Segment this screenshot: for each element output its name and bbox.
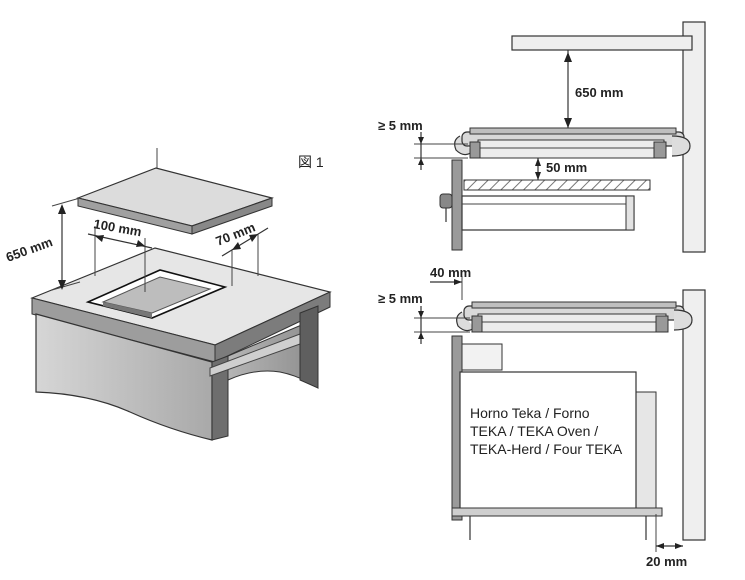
hatched-shelf [463,179,651,191]
hob-plate [75,167,275,235]
oven-base [451,507,663,517]
hob-in-countertop-bottom [456,301,693,333]
wall-top [682,21,706,253]
figure-label: 図 1 [298,154,324,170]
oven-text-line3: TEKA-Herd / Four TEKA [470,441,623,457]
hob-in-countertop-top [454,127,691,159]
cabinet [35,305,319,441]
top-right-view: 650 mm ≥ 5 mm 50 mm [378,21,706,253]
bottom-right-view: 40 mm ≥ 5 mm Horno Teka / Forno TEKA / T… [378,265,706,569]
countertop-cutout [85,269,228,319]
min-gap-label-top: ≥ 5 mm [378,118,423,133]
oven-text-line2: TEKA / TEKA Oven / [470,423,598,439]
drawer [439,193,635,231]
hood-clearance-label: 650 mm [575,85,623,100]
top-offset-label: 40 mm [430,265,471,280]
left-isometric-view: 650 mm 100 mm 70 mm [4,148,332,441]
wall-bottom [682,289,706,541]
drawer-gap-label: 50 mm [546,160,587,175]
oven-body [459,371,637,513]
oven-text-line1: Horno Teka / Forno [470,405,590,421]
cabinet-side-top [451,159,463,251]
rear-gap-label: 20 mm [646,554,687,569]
height-dimension: 650 mm [4,197,81,291]
oven-back [461,343,503,371]
oven-rear-panel [635,391,657,513]
min-gap-label-bottom: ≥ 5 mm [378,291,423,306]
extractor-hood [511,35,693,51]
height-label: 650 mm [4,234,55,265]
